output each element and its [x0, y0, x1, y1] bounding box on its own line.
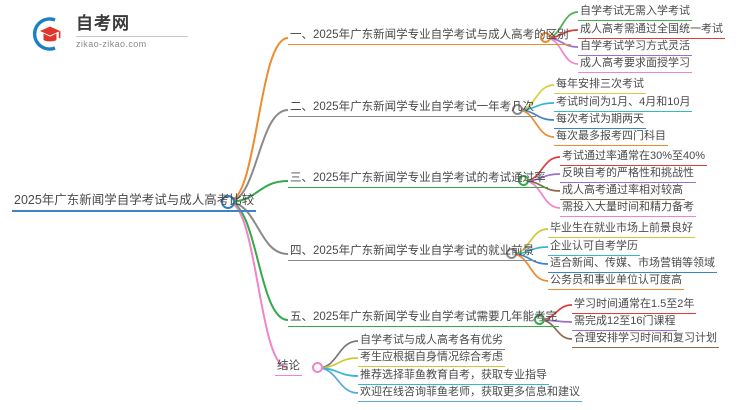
mindmap-leaf-3-3[interactable]: 成人高考通过率相对较高	[560, 181, 685, 200]
mindmap-leaf-3-4-label: 需投入大量时间和精力备考	[560, 198, 696, 217]
branch-node-dot-1[interactable]	[540, 32, 551, 43]
mindmap-leaf-1-3[interactable]: 自学考试学习方式灵活	[578, 37, 692, 56]
mindmap-leaf-6-4[interactable]: 欢迎在线咨询菲鱼老师，获取更多信息和建议	[358, 383, 582, 402]
mindmap-leaf-4-4-label: 公务员和事业单位认可度高	[548, 271, 684, 290]
mindmap-leaf-2-3[interactable]: 每次考试为期两天	[554, 110, 646, 129]
mindmap-leaf-4-1[interactable]: 毕业生在就业市场上前景良好	[548, 219, 695, 238]
logo-name-en: zikao-zikao.com	[76, 39, 147, 49]
mindmap-leaf-4-3[interactable]: 适合新闻、传媒、市场营销等领域	[548, 254, 717, 273]
branch-node-dot-2[interactable]	[512, 104, 523, 115]
branch-node-dot-6[interactable]	[312, 362, 323, 373]
site-logo: 自考网 zikao-zikao.com	[28, 12, 218, 56]
mindmap-leaf-5-1-label: 学习时间通常在1.5至2年	[572, 295, 697, 314]
mindmap-leaf-6-2[interactable]: 考生应根据自身情况综合考虑	[358, 348, 505, 367]
mindmap-leaf-2-2-label: 考试时间为1月、4月和10月	[554, 93, 693, 112]
mindmap-leaf-1-2-label: 成人高考需通过全国统一考试	[578, 20, 725, 39]
mindmap-leaf-4-1-label: 毕业生在就业市场上前景良好	[548, 219, 695, 238]
mindmap-branch-conclusion-label: 结论	[275, 357, 302, 376]
mindmap-leaf-3-2-label: 反映自考的严格性和挑战性	[560, 164, 696, 183]
mindmap-leaf-2-3-label: 每次考试为期两天	[554, 110, 646, 129]
mindmap-leaf-1-3-label: 自学考试学习方式灵活	[578, 37, 692, 56]
mindmap-leaf-1-2[interactable]: 成人高考需通过全国统一考试	[578, 20, 725, 39]
mindmap-branch-conclusion[interactable]: 结论	[275, 357, 302, 376]
mindmap-branch-3[interactable]: 三、2025年广东新闻学专业自学考试的考试通过率	[288, 169, 548, 188]
mindmap-leaf-6-4-label: 欢迎在线咨询菲鱼老师，获取更多信息和建议	[358, 383, 582, 402]
mindmap-leaf-4-2-label: 企业认可自考学历	[548, 237, 640, 256]
root-node-dot[interactable]	[221, 195, 235, 209]
mindmap-leaf-5-3-label: 合理安排学习时间和复习计划	[572, 329, 719, 348]
branch-node-dot-3[interactable]	[518, 175, 529, 186]
mindmap-leaf-6-3-label: 推荐选择菲鱼教育自考，获取专业指导	[358, 366, 549, 385]
mindmap-leaf-4-3-label: 适合新闻、传媒、市场营销等领域	[548, 254, 717, 273]
mindmap-branch-3-label: 三、2025年广东新闻学专业自学考试的考试通过率	[288, 169, 548, 188]
branch-node-dot-5[interactable]	[534, 314, 545, 325]
mindmap-leaf-4-4[interactable]: 公务员和事业单位认可度高	[548, 271, 684, 290]
graduation-cap-logo-icon	[28, 14, 68, 54]
mindmap-branch-2[interactable]: 二、2025年广东新闻学专业自学考试一年考几次	[288, 98, 537, 117]
mindmap-leaf-1-1[interactable]: 自学考试无需入学考试	[578, 2, 692, 21]
mindmap-leaf-6-1-label: 自学考试与成人高考各有优劣	[358, 331, 505, 350]
mindmap-branch-5-label: 五、2025年广东新闻学专业自学考试需要几年能考完	[288, 308, 560, 327]
mindmap-leaf-5-2[interactable]: 需完成12至16门课程	[572, 312, 678, 331]
logo-name-cn: 自考网	[76, 14, 130, 33]
mindmap-leaf-6-1[interactable]: 自学考试与成人高考各有优劣	[358, 331, 505, 350]
mindmap-leaf-2-1-label: 每年安排三次考试	[554, 75, 646, 94]
mindmap-leaf-5-1[interactable]: 学习时间通常在1.5至2年	[572, 295, 697, 314]
mindmap-branch-2-label: 二、2025年广东新闻学专业自学考试一年考几次	[288, 98, 537, 117]
mindmap-leaf-5-3[interactable]: 合理安排学习时间和复习计划	[572, 329, 719, 348]
mindmap-leaf-5-2-label: 需完成12至16门课程	[572, 312, 678, 331]
mindmap-leaf-3-1[interactable]: 考试通过率通常在30%至40%	[560, 147, 708, 166]
mindmap-leaf-2-1[interactable]: 每年安排三次考试	[554, 75, 646, 94]
mindmap-leaf-3-1-label: 考试通过率通常在30%至40%	[560, 147, 708, 166]
mindmap-leaf-2-2[interactable]: 考试时间为1月、4月和10月	[554, 93, 693, 112]
mindmap-branch-1-label: 一、2025年广东新闻学专业自学考试与成人高考的区别	[288, 26, 571, 45]
mindmap-leaf-3-3-label: 成人高考通过率相对较高	[560, 181, 685, 200]
mindmap-leaf-4-2[interactable]: 企业认可自考学历	[548, 237, 640, 256]
mindmap-root-label: 2025年广东新闻学自学考试与成人高考比较	[12, 189, 257, 212]
logo-divider	[76, 36, 188, 37]
mindmap-branch-4[interactable]: 四、2025年广东新闻学专业自学考试的就业前景	[288, 242, 537, 261]
mindmap-branch-4-label: 四、2025年广东新闻学专业自学考试的就业前景	[288, 242, 537, 261]
mindmap-root-node[interactable]: 2025年广东新闻学自学考试与成人高考比较	[12, 189, 257, 212]
mindmap-branch-5[interactable]: 五、2025年广东新闻学专业自学考试需要几年能考完	[288, 308, 560, 327]
mindmap-leaf-6-2-label: 考生应根据自身情况综合考虑	[358, 348, 505, 367]
mindmap-leaf-2-4[interactable]: 每次最多报考四门科目	[554, 127, 668, 146]
branch-node-dot-4[interactable]	[506, 248, 517, 259]
mindmap-leaf-1-4-label: 成人高考要求面授学习	[578, 54, 692, 73]
mindmap-branch-1[interactable]: 一、2025年广东新闻学专业自学考试与成人高考的区别	[288, 26, 571, 45]
mindmap-leaf-3-2[interactable]: 反映自考的严格性和挑战性	[560, 164, 696, 183]
mindmap-leaf-1-4[interactable]: 成人高考要求面授学习	[578, 54, 692, 73]
mindmap-leaf-6-3[interactable]: 推荐选择菲鱼教育自考，获取专业指导	[358, 366, 549, 385]
mindmap-leaf-3-4[interactable]: 需投入大量时间和精力备考	[560, 198, 696, 217]
mindmap-leaf-1-1-label: 自学考试无需入学考试	[578, 2, 692, 21]
mindmap-leaf-2-4-label: 每次最多报考四门科目	[554, 127, 668, 146]
